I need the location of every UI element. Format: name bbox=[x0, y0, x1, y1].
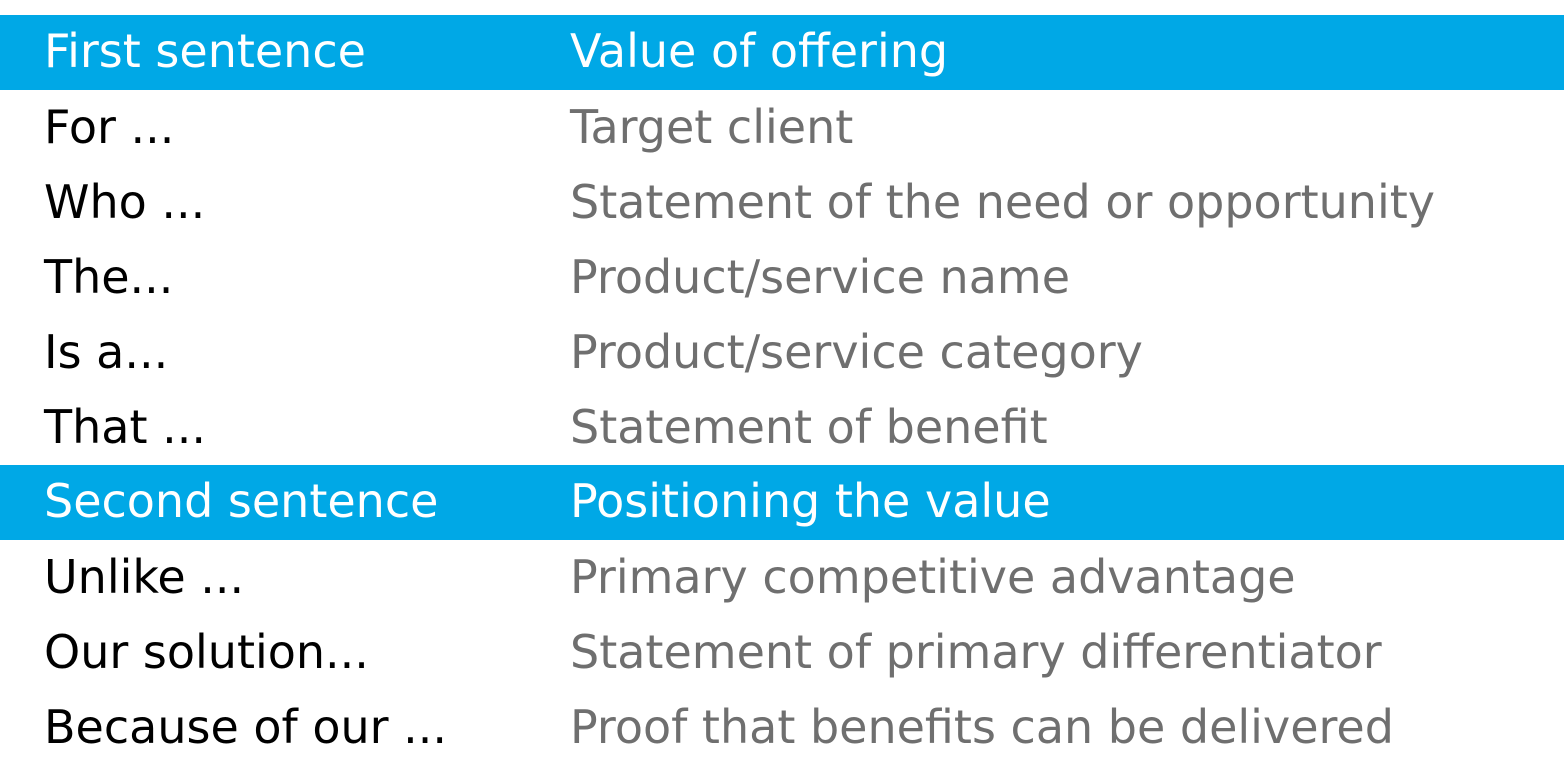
table-row: Our solution... Statement of primary dif… bbox=[0, 615, 1564, 690]
header-left-label: First sentence bbox=[44, 24, 366, 78]
header-right-label: Value of offering bbox=[570, 24, 949, 78]
row-prompt: That ... bbox=[44, 400, 206, 454]
table-row: For ... Target client bbox=[0, 90, 1564, 165]
row-description: Statement of the need or opportunity bbox=[570, 175, 1435, 229]
row-description: Proof that benefits can be delivered bbox=[570, 700, 1394, 754]
table-row: Is a... Product/service category bbox=[0, 315, 1564, 390]
row-prompt: The... bbox=[44, 250, 174, 304]
row-description: Primary competitive advantage bbox=[570, 550, 1296, 604]
row-prompt: Our solution... bbox=[44, 625, 369, 679]
table-row: Because of our ... Proof that benefits c… bbox=[0, 690, 1564, 765]
section-header-second-sentence: Second sentence Positioning the value bbox=[0, 465, 1564, 540]
table-row: Who ... Statement of the need or opportu… bbox=[0, 165, 1564, 240]
row-description: Target client bbox=[570, 100, 854, 154]
row-description: Product/service name bbox=[570, 250, 1071, 304]
row-prompt: Because of our ... bbox=[44, 700, 448, 754]
row-description: Statement of benefit bbox=[570, 400, 1048, 454]
value-proposition-table: First sentence Value of offering For ...… bbox=[0, 15, 1564, 765]
row-prompt: For ... bbox=[44, 100, 175, 154]
table-row: That ... Statement of benefit bbox=[0, 390, 1564, 465]
header-left-label: Second sentence bbox=[44, 474, 439, 528]
row-description: Product/service category bbox=[570, 325, 1143, 379]
table-row: The... Product/service name bbox=[0, 240, 1564, 315]
section-header-first-sentence: First sentence Value of offering bbox=[0, 15, 1564, 90]
header-right-label: Positioning the value bbox=[570, 474, 1051, 528]
table-row: Unlike ... Primary competitive advantage bbox=[0, 540, 1564, 615]
row-prompt: Is a... bbox=[44, 325, 169, 379]
row-prompt: Who ... bbox=[44, 175, 206, 229]
row-description: Statement of primary differentiator bbox=[570, 625, 1382, 679]
row-prompt: Unlike ... bbox=[44, 550, 245, 604]
